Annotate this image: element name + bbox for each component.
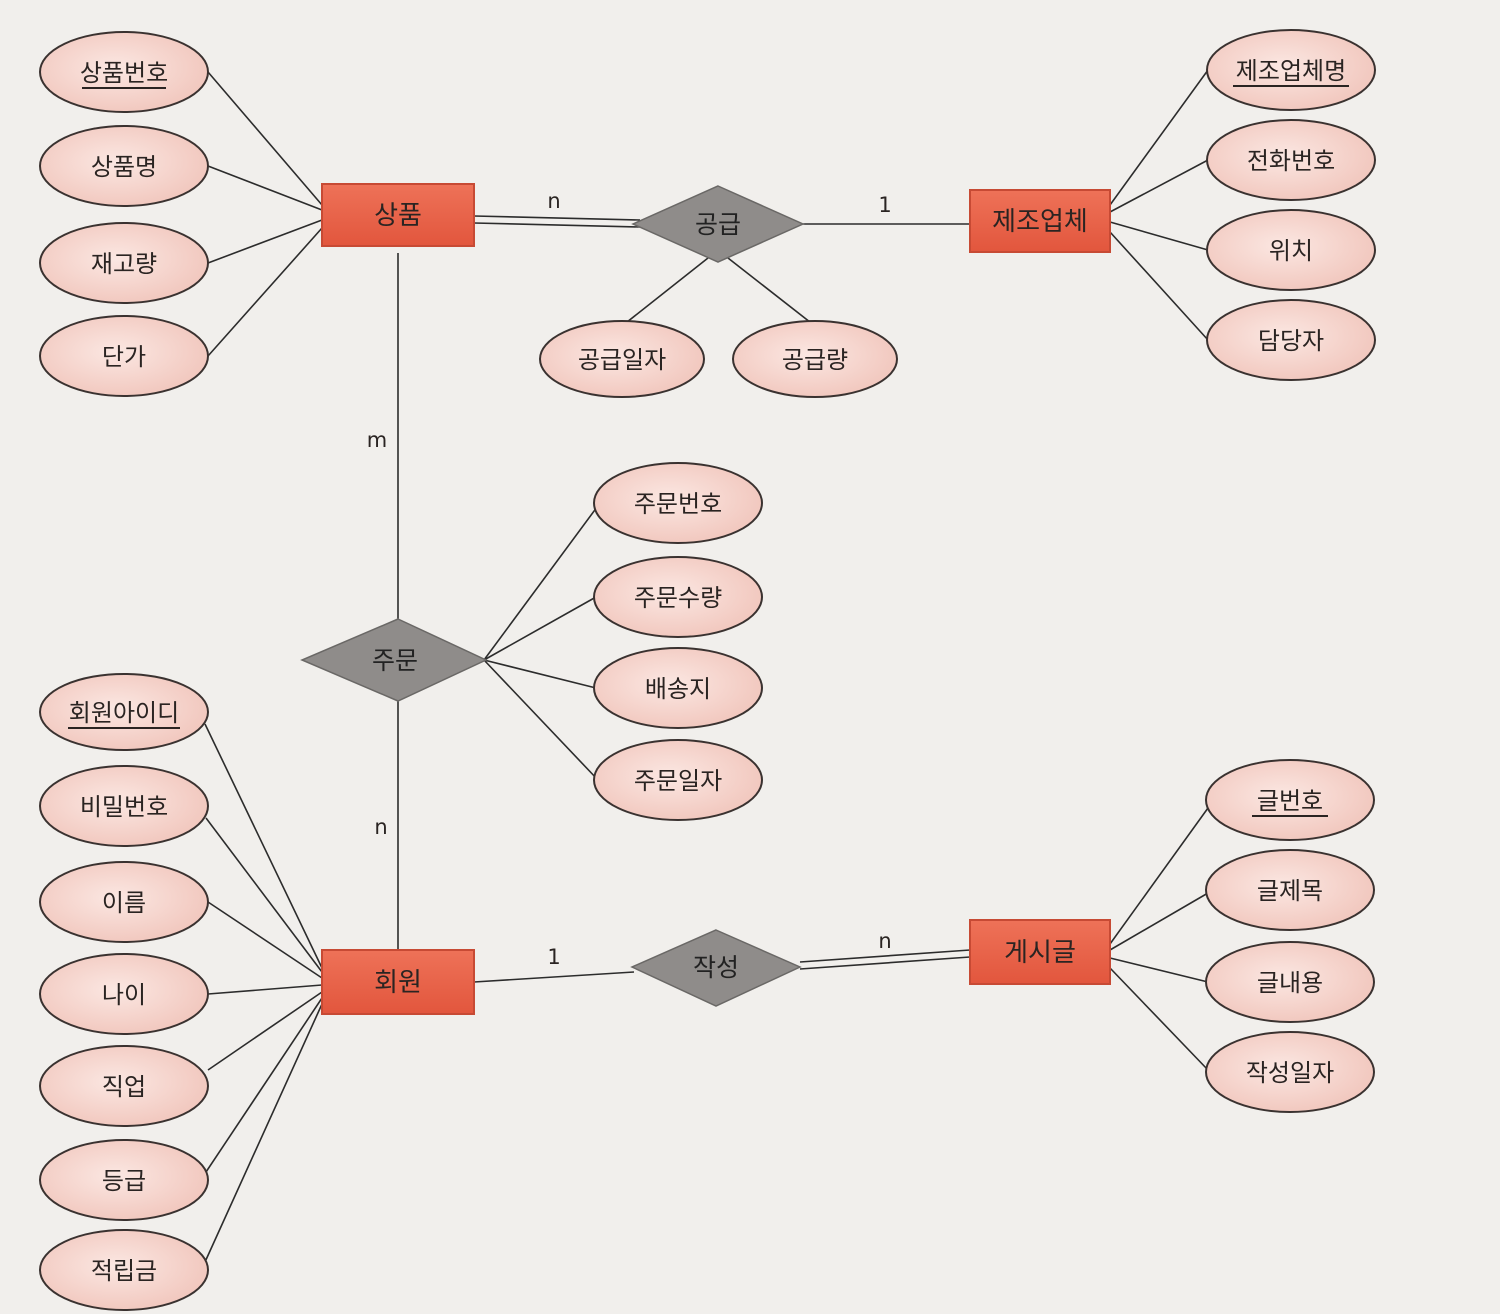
svg-text:제조업체: 제조업체 bbox=[992, 207, 1088, 237]
entity-manufacturer: 제조업체 bbox=[969, 189, 1111, 253]
attribute-location: 위치 bbox=[1206, 209, 1376, 291]
svg-text:위치: 위치 bbox=[1269, 237, 1313, 265]
attribute-unit-price: 단가 bbox=[39, 315, 209, 397]
member-attributes: 회원아이디 비밀번호 이름 나이 직업 등급 적립금 bbox=[39, 673, 209, 1311]
attribute-post-number: 글번호 bbox=[1205, 759, 1375, 841]
attribute-product-number: 상품번호 bbox=[39, 31, 209, 113]
svg-text:나이: 나이 bbox=[102, 981, 146, 1009]
cardinality-supply-manufacturer: 1 bbox=[878, 193, 891, 217]
entity-post: 게시글 bbox=[969, 919, 1111, 985]
svg-text:글내용: 글내용 bbox=[1257, 969, 1323, 997]
order-attributes: 주문번호 주문수량 배송지 주문일자 bbox=[593, 462, 763, 821]
svg-text:글제목: 글제목 bbox=[1257, 877, 1323, 905]
supply-attributes: 공급일자 공급량 bbox=[539, 320, 898, 398]
svg-text:상품번호: 상품번호 bbox=[80, 59, 168, 87]
attribute-job: 직업 bbox=[39, 1045, 209, 1127]
attribute-order-quantity: 주문수량 bbox=[593, 556, 763, 638]
attribute-points: 적립금 bbox=[39, 1229, 209, 1311]
product-attributes: 상품번호 상품명 재고량 단가 bbox=[39, 31, 209, 397]
svg-text:전화번호: 전화번호 bbox=[1247, 147, 1335, 175]
svg-text:주문번호: 주문번호 bbox=[634, 490, 722, 518]
attribute-member-id: 회원아이디 bbox=[39, 673, 209, 751]
attribute-order-date: 주문일자 bbox=[593, 739, 763, 821]
svg-text:주문일자: 주문일자 bbox=[634, 767, 722, 795]
svg-text:작성: 작성 bbox=[693, 953, 739, 982]
attribute-age: 나이 bbox=[39, 953, 209, 1035]
svg-text:적립금: 적립금 bbox=[91, 1257, 157, 1285]
attribute-name: 이름 bbox=[39, 861, 209, 943]
relationship-order: 주문 bbox=[300, 618, 488, 702]
svg-text:주문: 주문 bbox=[372, 646, 418, 675]
svg-text:직업: 직업 bbox=[102, 1073, 146, 1101]
svg-text:배송지: 배송지 bbox=[645, 675, 711, 703]
attribute-phone: 전화번호 bbox=[1206, 119, 1376, 201]
manufacturer-attributes: 제조업체명 전화번호 위치 담당자 bbox=[1206, 29, 1376, 381]
connector-lines bbox=[204, 69, 1209, 1263]
attribute-stock: 재고량 bbox=[39, 222, 209, 304]
cardinality-product-order: m bbox=[367, 428, 387, 452]
relationship-write: 작성 bbox=[630, 929, 802, 1007]
relationship-supply: 공급 bbox=[631, 185, 805, 263]
attribute-post-date: 작성일자 bbox=[1205, 1031, 1375, 1113]
svg-text:이름: 이름 bbox=[102, 889, 146, 917]
svg-text:등급: 등급 bbox=[102, 1167, 146, 1195]
svg-text:작성일자: 작성일자 bbox=[1246, 1059, 1334, 1087]
svg-text:단가: 단가 bbox=[102, 343, 146, 371]
svg-text:글번호: 글번호 bbox=[1257, 787, 1323, 815]
svg-text:담당자: 담당자 bbox=[1258, 327, 1324, 355]
attribute-shipping-address: 배송지 bbox=[593, 647, 763, 729]
attribute-grade: 등급 bbox=[39, 1139, 209, 1221]
entity-product: 상품 bbox=[321, 183, 475, 247]
cardinality-labels: n 1 m n 1 n bbox=[367, 189, 892, 969]
attribute-post-content: 글내용 bbox=[1205, 941, 1375, 1023]
attribute-supply-date: 공급일자 bbox=[539, 320, 705, 398]
post-attributes: 글번호 글제목 글내용 작성일자 bbox=[1205, 759, 1375, 1113]
svg-text:공급량: 공급량 bbox=[782, 346, 848, 374]
attribute-product-name: 상품명 bbox=[39, 125, 209, 207]
svg-text:주문수량: 주문수량 bbox=[634, 584, 722, 612]
attribute-manager: 담당자 bbox=[1206, 299, 1376, 381]
cardinality-order-member: n bbox=[374, 815, 387, 839]
svg-text:재고량: 재고량 bbox=[91, 250, 157, 278]
svg-text:상품명: 상품명 bbox=[91, 153, 157, 181]
svg-text:게시글: 게시글 bbox=[1004, 938, 1076, 968]
cardinality-member-write: 1 bbox=[547, 945, 560, 969]
entity-member: 회원 bbox=[321, 949, 475, 1015]
cardinality-product-supply: n bbox=[547, 189, 560, 213]
cardinality-write-post: n bbox=[878, 929, 891, 953]
attribute-manufacturer-name: 제조업체명 bbox=[1206, 29, 1376, 111]
svg-text:제조업체명: 제조업체명 bbox=[1236, 57, 1346, 85]
attribute-order-number: 주문번호 bbox=[593, 462, 763, 544]
svg-text:비밀번호: 비밀번호 bbox=[80, 793, 168, 821]
attribute-supply-amount: 공급량 bbox=[732, 320, 898, 398]
attribute-password: 비밀번호 bbox=[39, 765, 209, 847]
svg-text:공급일자: 공급일자 bbox=[578, 346, 666, 374]
svg-text:상품: 상품 bbox=[374, 201, 422, 231]
svg-text:회원: 회원 bbox=[374, 968, 422, 998]
svg-text:회원아이디: 회원아이디 bbox=[69, 699, 179, 727]
attribute-post-title: 글제목 bbox=[1205, 849, 1375, 931]
svg-text:공급: 공급 bbox=[695, 210, 741, 239]
